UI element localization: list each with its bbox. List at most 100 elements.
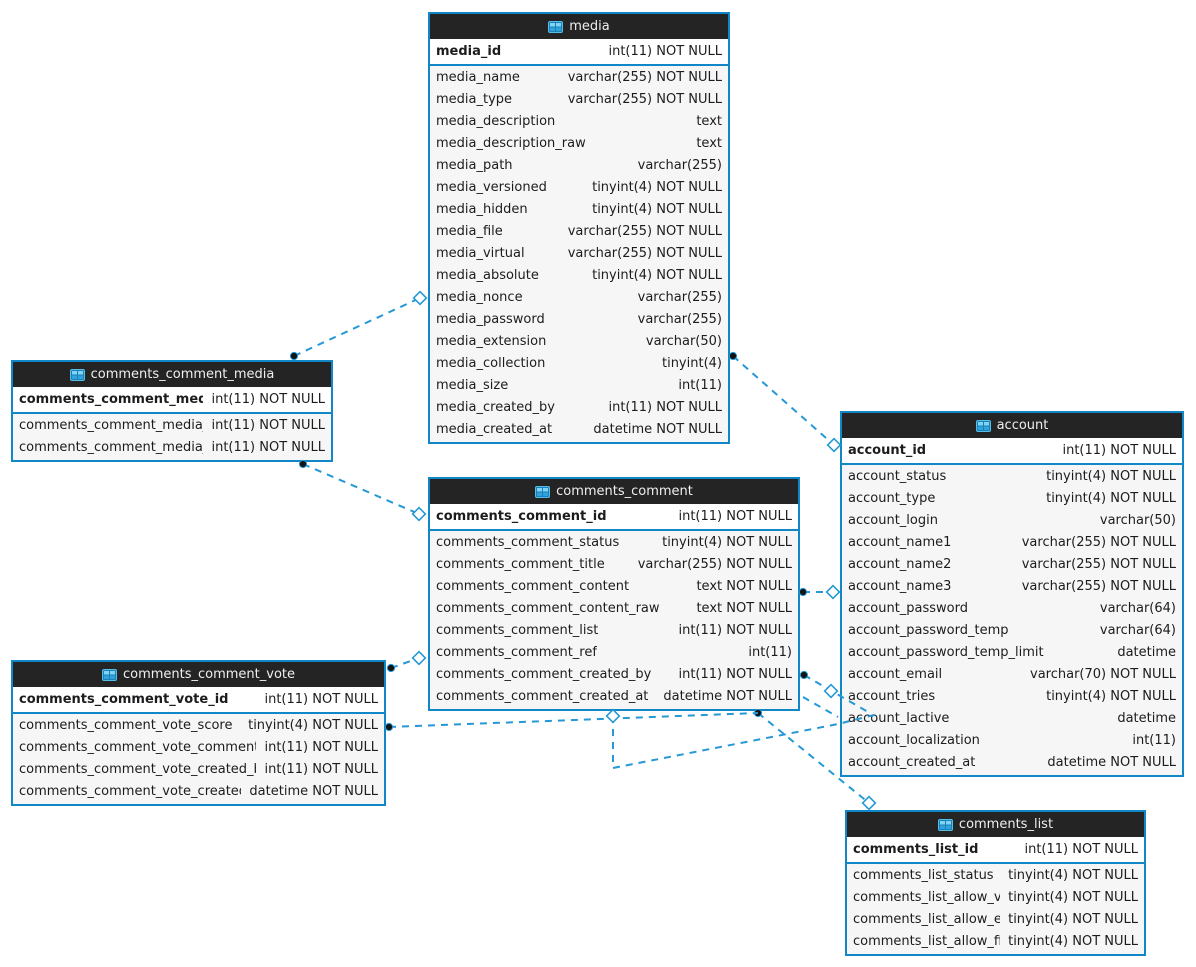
column-name: account_id (848, 443, 927, 458)
table-header-account[interactable]: account (842, 413, 1182, 438)
table-header-media[interactable]: media (430, 14, 728, 39)
table-header-comments_comment_vote[interactable]: comments_comment_vote (13, 662, 384, 687)
column-name: comments_comment_vote_score (19, 717, 233, 733)
relation-line-ccmedia-to-media[interactable] (293, 297, 421, 357)
column-name: media_type (436, 91, 513, 107)
column-type: varchar(50) (1099, 512, 1176, 528)
column-name: media_password (436, 311, 545, 327)
table-header-comments_comment[interactable]: comments_comment (430, 479, 798, 504)
column-name: comments_list_allow_files (853, 933, 1000, 949)
column-name: comments_comment_created_at (436, 688, 649, 704)
column-name: account_localization (848, 732, 980, 748)
column-row[interactable]: comments_comment_vote_created_atdatetime… (13, 780, 384, 802)
column-row[interactable]: comments_comment_media_dstint(11) NOT NU… (13, 436, 331, 458)
relation-diamond-icon (412, 290, 428, 306)
relation-line-ccmedia-to-comment[interactable] (302, 463, 420, 515)
column-name: account_lactive (848, 710, 950, 726)
column-type: varchar(255) NOT NULL (1021, 556, 1176, 572)
relation-line-vote-to-comment-bottom[interactable] (388, 712, 759, 728)
table-icon (937, 818, 953, 831)
column-row[interactable]: comments_comment_media_srcint(11) NOT NU… (13, 414, 331, 436)
table-title: comments_comment (556, 484, 693, 499)
table-header-comments_list[interactable]: comments_list (847, 812, 1144, 837)
column-name: comments_comment_media_dst (19, 439, 203, 455)
column-name: media_description (436, 113, 556, 129)
column-row[interactable]: account_localization int(11) (842, 729, 1182, 751)
relation-line-comment-corner-to-account[interactable] (802, 696, 839, 718)
column-name: media_nonce (436, 289, 523, 305)
column-row[interactable]: comments_list_allow_edittinyint(4) NOT N… (847, 908, 1144, 930)
column-type: text (696, 135, 722, 151)
relation-line-comment-bottom-to-account[interactable] (612, 713, 879, 770)
table-header-comments_comment_media[interactable]: comments_comment_media (13, 362, 331, 387)
relation-line-media-to-account[interactable] (732, 355, 835, 446)
relation-line-vote-to-comment-ref[interactable] (390, 657, 420, 669)
relation-dot-icon (728, 351, 738, 361)
column-row[interactable]: comments_list_allow_filestinyint(4) NOT … (847, 930, 1144, 952)
column-type: tinyint(4) (661, 355, 722, 371)
relation-dot-icon (799, 670, 809, 680)
column-row[interactable]: comments_list_allow_votingtinyint(4) NOT… (847, 886, 1144, 908)
table-icon (535, 485, 551, 498)
column-type: varchar(64) (1099, 622, 1176, 638)
column-type: tinyint(4) NOT NULL (1008, 911, 1138, 927)
column-name: account_created_at (848, 754, 976, 770)
column-type: int(11) (1132, 732, 1176, 748)
